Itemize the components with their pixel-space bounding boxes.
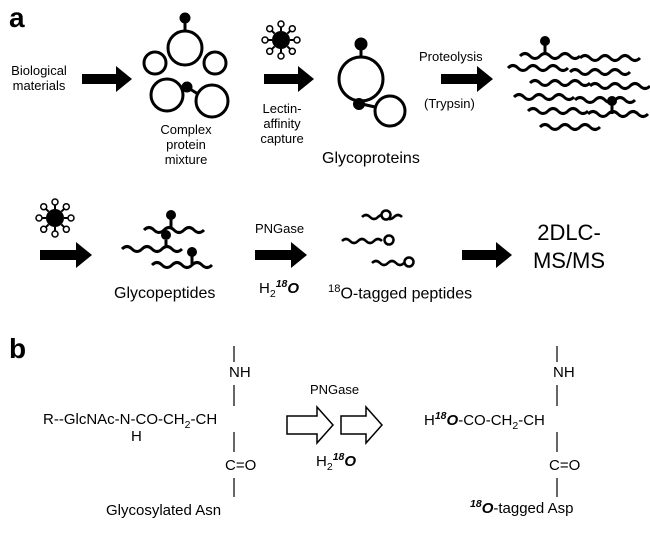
biological-materials-line2: materials: [12, 77, 66, 93]
complex-protein-mixture-line2: protein: [166, 136, 206, 152]
left-chain-formula: R--GlcNAc-N-CO-CH2-CH: [43, 411, 217, 431]
proteolysis-label: Proteolysis: [419, 49, 483, 64]
water-h-a: H: [259, 280, 270, 297]
glycopeptides-shape: [120, 210, 214, 269]
arrow-biological-to-mixture: [82, 66, 132, 92]
h2-18o-label-b: H218O: [316, 451, 356, 473]
2dlc-line: 2DLC-: [537, 220, 601, 245]
lectin-affinity-capture-line2: affinity: [263, 115, 301, 131]
nh-left: NH: [229, 364, 251, 381]
lectin-affinity-capture-line1: Lectin-: [262, 101, 302, 116]
water-iso-a: 18: [275, 278, 288, 290]
peptide-fragments-shape: [506, 36, 650, 131]
complex-protein-mixture-line3: mixture: [164, 151, 208, 167]
co-left: C=O: [225, 457, 257, 474]
right-chain-o: O: [446, 412, 459, 429]
right-chain-iso: 18: [434, 410, 447, 422]
arrow-glycopeptide-capture: [40, 242, 92, 268]
right-chain-end: -CH: [518, 412, 545, 429]
trypsin-label: (Trypsin): [424, 96, 475, 111]
arrow-to-ms: [462, 242, 512, 268]
complex-protein-mixture-line1: Complex: [160, 122, 212, 137]
right-chain-h: H: [424, 412, 435, 429]
biological-materials-label: Biological materials: [2, 63, 76, 94]
tagged-o: O: [481, 500, 494, 517]
left-chain-end: -CH: [190, 411, 218, 428]
pngase-label-b: PNGase: [310, 382, 360, 397]
biological-materials-line1: Biological: [11, 63, 67, 78]
water-iso-b: 18: [332, 451, 345, 463]
water-o-b: O: [344, 453, 357, 470]
right-chain-main: -CO-CH: [458, 412, 513, 429]
lectin-icon-row2: [35, 198, 75, 238]
co-right: C=O: [549, 457, 581, 474]
lectin-icon-row1: [261, 20, 301, 60]
lectin-affinity-capture-line3: capture: [260, 130, 304, 146]
glycoproteins-shape: [337, 37, 407, 128]
panel-label-b: b: [9, 333, 27, 364]
water-sub-a: 2: [269, 288, 276, 300]
o18-tagged-peptides-label: 18O-tagged peptides: [328, 283, 472, 304]
complex-protein-mixture-label: Complex protein mixture: [146, 122, 226, 168]
water-o-a: O: [287, 280, 300, 297]
left-chain-main: R--GlcNAc-N-CO-CH: [43, 411, 185, 428]
o18-sup: 18: [328, 283, 341, 295]
left-h: H: [131, 428, 142, 445]
arrow-pngase: [255, 242, 307, 268]
water-h-b: H: [316, 453, 327, 470]
glycosylated-asn-label: Glycosylated Asn: [106, 502, 222, 519]
msms-line: MS/MS: [532, 247, 606, 273]
o18-tagged-asp-label: 18O-tagged Asp: [470, 498, 573, 517]
tagged-asp-text: -tagged Asp: [493, 500, 574, 517]
right-chain-sub: 2: [512, 420, 519, 432]
tagged-peptides-shape: [340, 209, 415, 268]
left-chain-sub: 2: [184, 419, 191, 431]
lectin-affinity-capture-label: Lectin- affinity capture: [250, 101, 314, 147]
pngase-label-a: PNGase: [255, 221, 305, 236]
nh-right: NH: [553, 364, 575, 381]
arrow-proteolysis: [441, 66, 493, 92]
glycopeptides-label: Glycopeptides: [114, 285, 216, 302]
panel-label-a: a: [9, 2, 25, 33]
arrow-lectin-capture: [264, 66, 314, 92]
right-chain-formula: H18O-CO-CH2-CH: [424, 410, 545, 432]
tagged-iso: 18: [470, 498, 482, 510]
hollow-arrow-1: [286, 405, 335, 445]
glycoproteins-label: Glycoproteins: [322, 150, 420, 167]
o18-tagged-peptides-text: O-tagged peptides: [340, 285, 473, 303]
complex-protein-mixture-shape: [142, 12, 230, 119]
h2-18o-label-a: H218O: [259, 278, 299, 300]
hollow-arrow-2: [340, 405, 384, 445]
water-sub-b: 2: [326, 461, 333, 473]
2dlc-msms-label: 2DLC- MS/MS: [524, 219, 614, 274]
